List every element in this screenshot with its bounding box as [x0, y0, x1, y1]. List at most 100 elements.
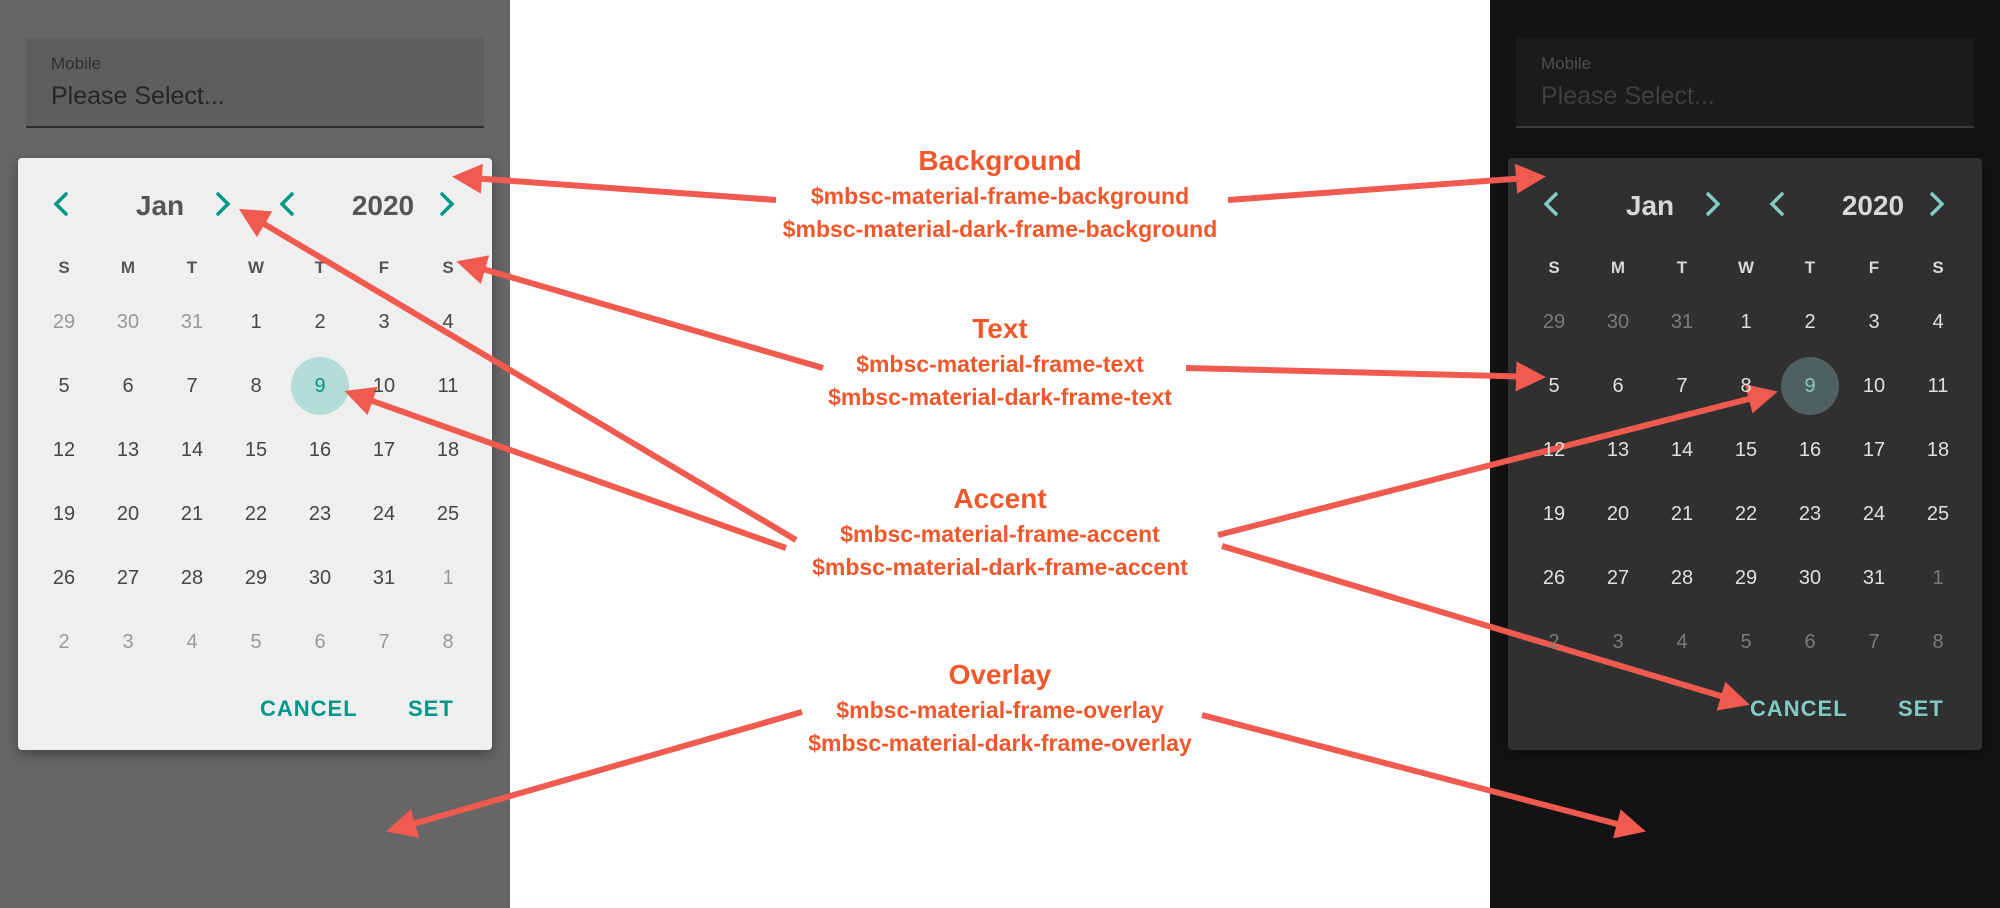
day-cell[interactable]: 31: [160, 290, 224, 354]
day-cell[interactable]: 4: [1650, 610, 1714, 674]
day-cell[interactable]: 15: [224, 418, 288, 482]
day-cell[interactable]: 4: [416, 290, 480, 354]
day-cell[interactable]: 23: [1778, 482, 1842, 546]
day-cell[interactable]: 30: [288, 546, 352, 610]
day-cell[interactable]: 5: [1714, 610, 1778, 674]
day-cell[interactable]: 22: [1714, 482, 1778, 546]
day-cell[interactable]: 18: [416, 418, 480, 482]
day-cell[interactable]: 11: [1906, 354, 1970, 418]
day-cell[interactable]: 13: [1586, 418, 1650, 482]
day-cell[interactable]: 20: [1586, 482, 1650, 546]
day-cell[interactable]: 6: [1778, 610, 1842, 674]
day-cell[interactable]: 14: [1650, 418, 1714, 482]
day-cell[interactable]: 25: [416, 482, 480, 546]
mobile-select-field[interactable]: Mobile Please Select...: [26, 38, 484, 128]
day-cell[interactable]: 27: [96, 546, 160, 610]
day-cell[interactable]: 29: [32, 290, 96, 354]
day-cell[interactable]: 2: [1522, 610, 1586, 674]
day-cell[interactable]: 27: [1586, 546, 1650, 610]
day-cell[interactable]: 12: [1522, 418, 1586, 482]
day-cell[interactable]: 26: [32, 546, 96, 610]
day-cell[interactable]: 20: [96, 482, 160, 546]
day-cell[interactable]: 7: [1650, 354, 1714, 418]
next-month-chevron-icon[interactable]: [204, 186, 240, 222]
day-cell[interactable]: 1: [1714, 290, 1778, 354]
day-cell[interactable]: 4: [160, 610, 224, 674]
day-cell[interactable]: 15: [1714, 418, 1778, 482]
prev-year-chevron-icon[interactable]: [270, 186, 306, 222]
day-cell[interactable]: 19: [32, 482, 96, 546]
day-cell[interactable]: 4: [1906, 290, 1970, 354]
set-button[interactable]: SET: [408, 696, 454, 721]
day-cell[interactable]: 7: [1842, 610, 1906, 674]
prev-month-chevron-icon[interactable]: [44, 186, 80, 222]
cancel-button[interactable]: CANCEL: [1750, 696, 1848, 721]
day-cell[interactable]: 26: [1522, 546, 1586, 610]
day-cell[interactable]: 6: [96, 354, 160, 418]
day-cell[interactable]: 2: [32, 610, 96, 674]
day-cell[interactable]: 8: [1906, 610, 1970, 674]
day-cell[interactable]: 18: [1906, 418, 1970, 482]
day-cell[interactable]: 14: [160, 418, 224, 482]
day-cell[interactable]: 24: [352, 482, 416, 546]
next-year-chevron-icon[interactable]: [428, 186, 464, 222]
day-cell[interactable]: 29: [1714, 546, 1778, 610]
day-cell[interactable]: 1: [1906, 546, 1970, 610]
day-cell[interactable]: 11: [416, 354, 480, 418]
day-cell[interactable]: 22: [224, 482, 288, 546]
day-cell[interactable]: 10: [352, 354, 416, 418]
day-cell[interactable]: 5: [32, 354, 96, 418]
day-cell[interactable]: 30: [1586, 290, 1650, 354]
next-month-chevron-icon[interactable]: [1694, 186, 1730, 222]
day-cell[interactable]: 29: [224, 546, 288, 610]
day-cell-selected[interactable]: 9: [1778, 354, 1842, 418]
month-label[interactable]: Jan: [1625, 190, 1675, 221]
day-cell[interactable]: 30: [96, 290, 160, 354]
day-cell[interactable]: 29: [1522, 290, 1586, 354]
day-cell-selected[interactable]: 9: [288, 354, 352, 418]
day-cell[interactable]: 13: [96, 418, 160, 482]
day-cell[interactable]: 24: [1842, 482, 1906, 546]
day-cell[interactable]: 6: [1586, 354, 1650, 418]
day-cell[interactable]: 1: [224, 290, 288, 354]
day-cell[interactable]: 8: [1714, 354, 1778, 418]
day-cell[interactable]: 8: [416, 610, 480, 674]
day-cell[interactable]: 21: [160, 482, 224, 546]
day-cell[interactable]: 3: [1842, 290, 1906, 354]
day-cell[interactable]: 2: [1778, 290, 1842, 354]
day-cell[interactable]: 31: [1842, 546, 1906, 610]
day-cell[interactable]: 3: [96, 610, 160, 674]
day-cell[interactable]: 17: [352, 418, 416, 482]
day-cell[interactable]: 16: [288, 418, 352, 482]
day-cell[interactable]: 6: [288, 610, 352, 674]
day-cell[interactable]: 31: [352, 546, 416, 610]
year-label[interactable]: 2020: [1841, 190, 1905, 221]
day-cell[interactable]: 12: [32, 418, 96, 482]
day-cell[interactable]: 16: [1778, 418, 1842, 482]
next-year-chevron-icon[interactable]: [1918, 186, 1954, 222]
day-cell[interactable]: 7: [352, 610, 416, 674]
day-cell[interactable]: 8: [224, 354, 288, 418]
day-cell[interactable]: 10: [1842, 354, 1906, 418]
prev-year-chevron-icon[interactable]: [1760, 186, 1796, 222]
set-button[interactable]: SET: [1898, 696, 1944, 721]
day-cell[interactable]: 30: [1778, 546, 1842, 610]
day-cell[interactable]: 25: [1906, 482, 1970, 546]
day-cell[interactable]: 3: [1586, 610, 1650, 674]
day-cell[interactable]: 2: [288, 290, 352, 354]
day-cell[interactable]: 7: [160, 354, 224, 418]
day-cell[interactable]: 21: [1650, 482, 1714, 546]
day-cell[interactable]: 3: [352, 290, 416, 354]
cancel-button[interactable]: CANCEL: [260, 696, 358, 721]
prev-month-chevron-icon[interactable]: [1534, 186, 1570, 222]
day-cell[interactable]: 28: [160, 546, 224, 610]
day-cell[interactable]: 19: [1522, 482, 1586, 546]
day-cell[interactable]: 1: [416, 546, 480, 610]
day-cell[interactable]: 28: [1650, 546, 1714, 610]
day-cell[interactable]: 31: [1650, 290, 1714, 354]
mobile-select-field[interactable]: Mobile Please Select...: [1516, 38, 1974, 128]
day-cell[interactable]: 23: [288, 482, 352, 546]
day-cell[interactable]: 5: [224, 610, 288, 674]
month-label[interactable]: Jan: [135, 190, 185, 221]
day-cell[interactable]: 17: [1842, 418, 1906, 482]
